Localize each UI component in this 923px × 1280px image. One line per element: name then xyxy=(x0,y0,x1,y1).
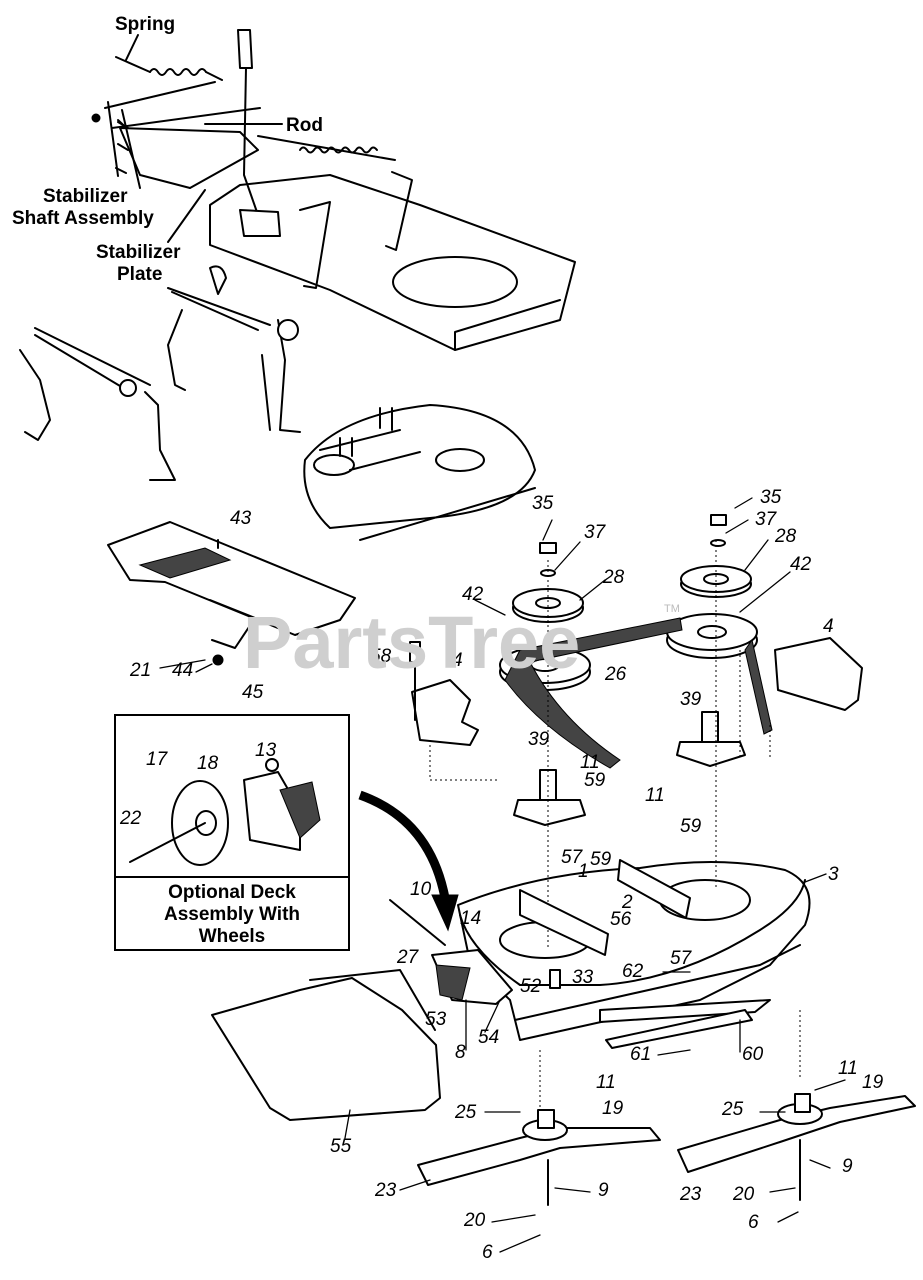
callout-11-b: 11 xyxy=(645,785,665,806)
callout-37-right: 37 xyxy=(755,509,778,530)
optional-wheel-inset: 13 17 18 22 Optional Deck Assembly With … xyxy=(114,714,350,951)
callout-28: 28 xyxy=(602,567,625,588)
callout-23-b: 23 xyxy=(679,1184,702,1205)
callout-39-right: 39 xyxy=(680,689,702,710)
callout-22: 22 xyxy=(119,808,142,829)
callout-61: 61 xyxy=(630,1044,651,1065)
callout-26: 26 xyxy=(604,664,627,685)
callout-55: 55 xyxy=(330,1136,352,1157)
callout-9: 9 xyxy=(598,1180,609,1201)
callout-27: 27 xyxy=(396,947,420,968)
callout-25-b: 25 xyxy=(721,1099,744,1120)
callout-2: 2 xyxy=(621,892,633,913)
leader-stabilizer-shaft xyxy=(121,109,141,189)
lift-linkage-assembly xyxy=(19,29,576,481)
callout-21: 21 xyxy=(129,660,151,681)
callout-13: 13 xyxy=(255,740,277,761)
callout-45: 45 xyxy=(242,682,264,703)
label-stabilizer-shaft-line2: Shaft Assembly xyxy=(12,208,154,229)
bolt-58 xyxy=(409,641,421,721)
callout-23: 23 xyxy=(374,1180,397,1201)
watermark-tm: TM xyxy=(664,603,680,615)
callout-4-right: 4 xyxy=(823,616,834,637)
callout-53: 53 xyxy=(425,1009,447,1030)
callout-42: 42 xyxy=(462,584,484,605)
callout-33: 33 xyxy=(572,967,594,988)
label-stabilizer-shaft-line1: Stabilizer xyxy=(43,186,128,207)
arrow-to-deck-icon xyxy=(358,790,459,932)
upper-deck-housing xyxy=(303,404,536,541)
callout-56: 56 xyxy=(610,909,632,930)
main-mower-deck xyxy=(457,859,811,1041)
deflector-bracket xyxy=(431,949,513,1005)
callout-9-b: 9 xyxy=(842,1156,853,1177)
callout-54: 54 xyxy=(478,1027,499,1048)
callout-3: 3 xyxy=(828,864,839,885)
deck-rod-10 xyxy=(389,899,446,946)
discharge-chute xyxy=(211,969,441,1121)
callout-10: 10 xyxy=(410,879,432,900)
callout-52: 52 xyxy=(520,976,542,997)
deck-step-plate xyxy=(107,521,356,666)
callout-6: 6 xyxy=(482,1242,493,1263)
callout-42-right: 42 xyxy=(790,554,812,575)
inset-title-line2: Assembly With xyxy=(164,904,300,925)
callout-39: 39 xyxy=(528,729,550,750)
callout-59-b: 59 xyxy=(590,849,612,870)
callout-6-b: 6 xyxy=(748,1212,759,1233)
callout-19-b: 19 xyxy=(862,1072,884,1093)
label-rod: Rod xyxy=(286,115,323,136)
callout-20-b: 20 xyxy=(732,1184,755,1205)
callout-60: 60 xyxy=(742,1044,764,1065)
belt-guard-right xyxy=(774,637,863,711)
callout-57-b: 57 xyxy=(670,948,693,969)
label-stabilizer-plate-line2: Plate xyxy=(117,264,162,285)
callout-11-d: 11 xyxy=(838,1058,858,1079)
callout-28-right: 28 xyxy=(774,526,797,547)
label-spring: Spring xyxy=(115,14,175,35)
callout-58: 58 xyxy=(370,646,392,667)
callout-62: 62 xyxy=(622,961,644,982)
label-stabilizer-plate-line1: Stabilizer xyxy=(96,242,181,263)
callout-43: 43 xyxy=(230,508,252,529)
callout-17: 17 xyxy=(146,749,169,770)
blade-left xyxy=(417,1109,661,1206)
callout-20: 20 xyxy=(463,1210,486,1231)
callout-59-c: 59 xyxy=(680,816,702,837)
callout-57: 57 xyxy=(561,847,584,868)
callout-4-left: 4 xyxy=(452,650,463,671)
baffle-bar-60 xyxy=(599,999,771,1049)
callout-11: 11 xyxy=(580,752,600,773)
inset-title-line1: Optional Deck xyxy=(168,882,296,903)
callout-1: 1 xyxy=(578,861,589,882)
inset-title-line3: Wheels xyxy=(199,926,266,947)
callout-14: 14 xyxy=(460,908,481,929)
callout-37: 37 xyxy=(584,522,607,543)
callout-59: 59 xyxy=(584,770,606,791)
pulley-assembly-right xyxy=(666,514,758,767)
callout-35: 35 xyxy=(532,493,554,514)
callout-35-right: 35 xyxy=(760,487,782,508)
watermark-text: PartsTree xyxy=(243,601,580,684)
leader-stabilizer-plate xyxy=(167,189,206,243)
drive-belt xyxy=(504,617,773,769)
watermark: PartsTree TM xyxy=(243,601,680,684)
callout-18: 18 xyxy=(197,753,219,774)
callout-8: 8 xyxy=(455,1042,466,1063)
callout-25: 25 xyxy=(454,1102,477,1123)
callout-11-c: 11 xyxy=(596,1072,616,1093)
callout-19: 19 xyxy=(602,1098,624,1119)
belt-guard-left xyxy=(411,679,479,746)
blade-right xyxy=(677,1093,916,1201)
deck-bolt-33 xyxy=(549,969,561,989)
leader-spring xyxy=(125,34,139,61)
